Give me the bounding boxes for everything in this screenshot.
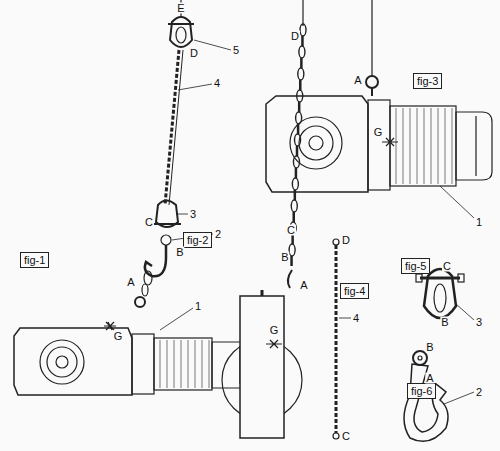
point-letter: E — [176, 3, 185, 14]
figure-label: fig-5 — [405, 260, 426, 272]
figure-label: fig-2 — [187, 234, 208, 246]
point-letter: B — [425, 342, 434, 353]
fig2-chain — [222, 0, 306, 438]
point-letter: B — [175, 247, 184, 258]
callout-number: 4 — [213, 78, 221, 89]
callout-number: 2 — [214, 229, 222, 240]
point-letter: C — [286, 225, 296, 236]
point-letter: B — [280, 252, 289, 263]
point-letter: G — [269, 325, 280, 336]
figure-label: fig-3 — [417, 75, 438, 87]
point-letter: D — [341, 235, 351, 246]
point-letter: G — [373, 127, 384, 138]
point-letter: C — [144, 217, 154, 228]
fig1-motor — [14, 322, 256, 395]
point-letter: A — [425, 373, 434, 384]
fig1-rigging — [135, 0, 194, 307]
fig4-sling — [333, 239, 339, 439]
callout-number: 3 — [475, 317, 483, 328]
fig6-hook — [404, 351, 448, 441]
point-letter: A — [299, 280, 308, 291]
callout-number: 1 — [475, 217, 483, 228]
point-letter: D — [290, 31, 300, 42]
fig5-shackle — [416, 269, 464, 318]
callout-number: 3 — [189, 209, 197, 220]
figure-tag: fig-3 — [413, 73, 442, 89]
figure-label: fig-1 — [24, 254, 45, 266]
point-letter: G — [113, 331, 124, 342]
figure-label: fig-6 — [411, 385, 432, 397]
point-letter: C — [341, 431, 351, 442]
point-letter: C — [442, 261, 452, 272]
callout-number: 4 — [352, 313, 360, 324]
figure-tag: fig-5 — [401, 258, 430, 274]
callout-number: 5 — [232, 45, 240, 56]
figure-label: fig-4 — [344, 285, 365, 297]
figure-tag: fig-2 — [183, 232, 212, 248]
leader-lines — [160, 40, 474, 404]
point-letter: D — [189, 48, 199, 59]
point-letter: A — [353, 75, 362, 86]
fig3-motor — [266, 0, 492, 192]
figure-tag: fig-6 — [407, 383, 436, 399]
figure-tag: fig-4 — [340, 283, 369, 299]
figure-tag: fig-1 — [20, 252, 49, 268]
callout-number: 2 — [475, 387, 483, 398]
point-letter: A — [126, 277, 135, 288]
callout-number: 1 — [194, 301, 202, 312]
point-letter: B — [440, 317, 449, 328]
